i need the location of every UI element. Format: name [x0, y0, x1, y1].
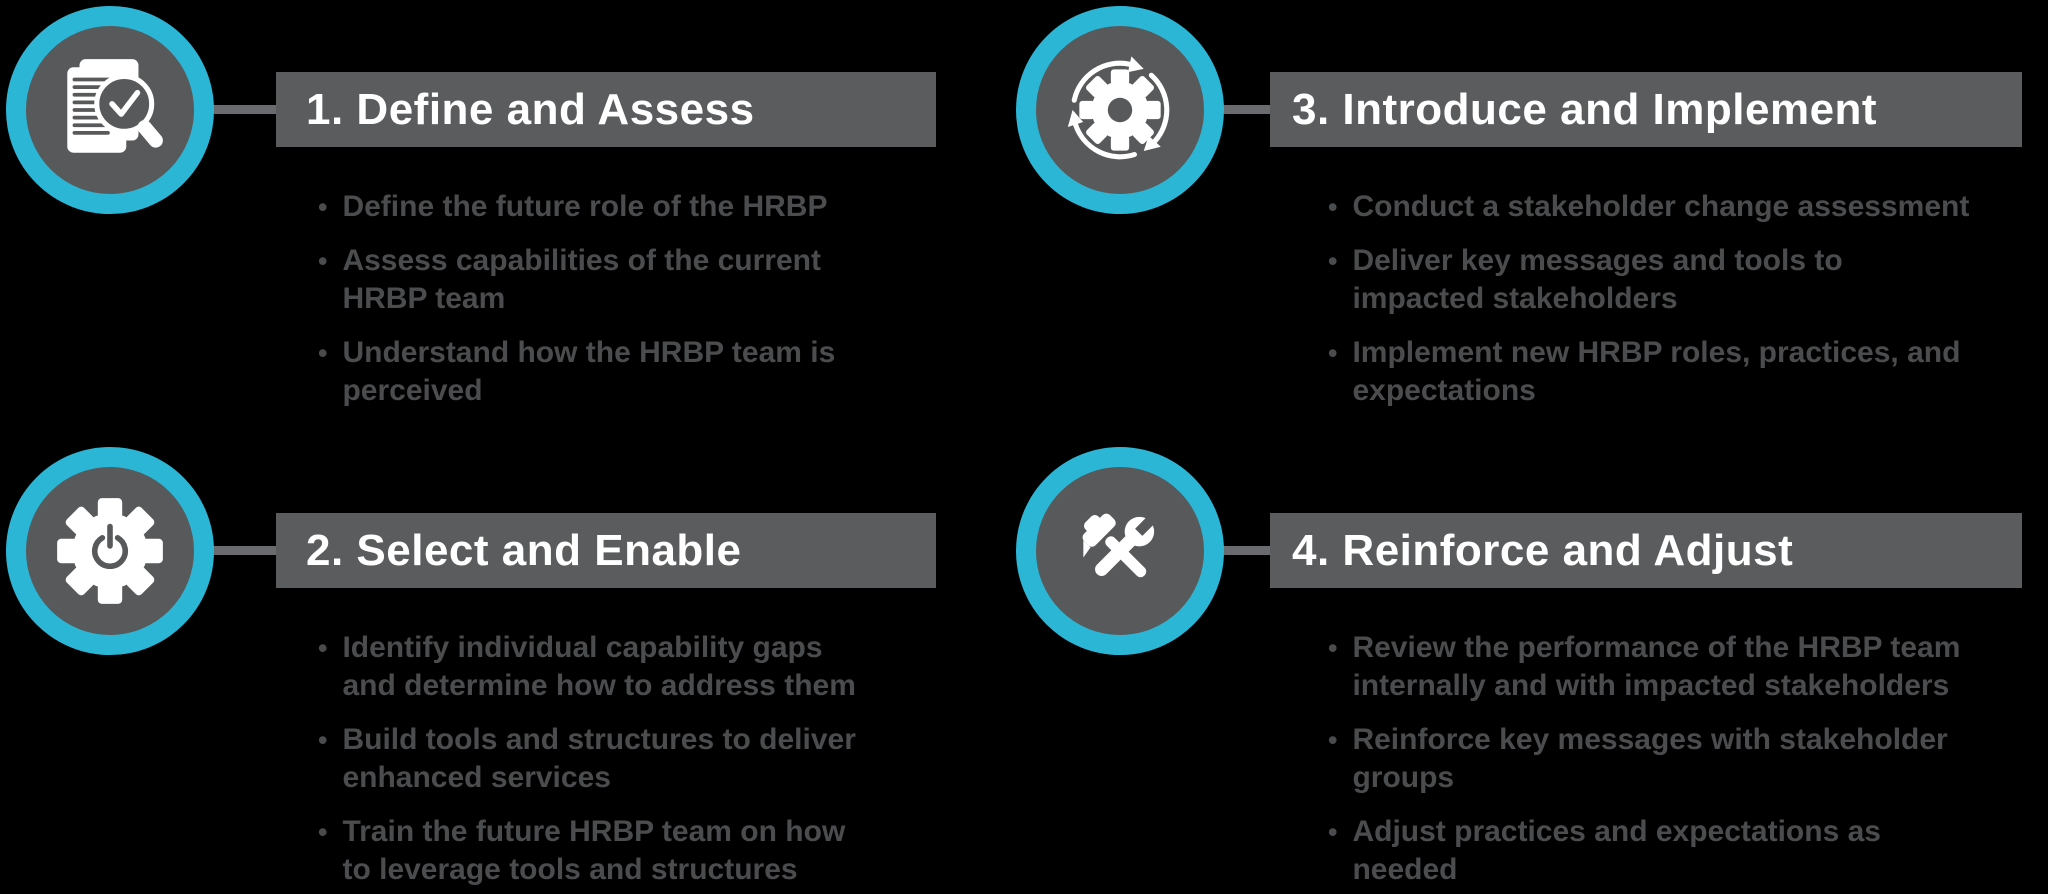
step-2-title: 2. Select and Enable: [306, 525, 742, 575]
step-2-icon-circle: [6, 447, 214, 655]
list-item: • Deliver key messages and tools to impa…: [1328, 242, 1969, 318]
bullet-text: Deliver key messages and tools to impact…: [1352, 244, 1843, 315]
bullet-text: Understand how the HRBP team is perceive…: [342, 336, 836, 407]
step-4-header-bar: 4. Reinforce and Adjust: [1270, 513, 2022, 588]
bullet-dot: •: [318, 192, 328, 222]
list-item: • Define the future role of the HRBP: [318, 188, 835, 226]
list-item: • Reinforce key messages with stakeholde…: [1328, 721, 1960, 797]
step-1-icon-circle: [6, 6, 214, 214]
list-item: • Build tools and structures to deliver …: [318, 721, 856, 797]
list-item: • Assess capabilities of the current HRB…: [318, 242, 835, 318]
step-3-header-bar: 3. Introduce and Implement: [1270, 72, 2022, 147]
bullet-text: Train the future HRBP team on how to lev…: [342, 815, 846, 886]
bullet-dot: •: [1328, 633, 1338, 663]
bullet-dot: •: [1328, 338, 1338, 368]
step-2-section: 2. Select and Enable • Identify individu…: [0, 441, 1024, 894]
list-item: • Train the future HRBP team on how to l…: [318, 813, 856, 889]
step-4-bullet-list: • Review the performance of the HRBP tea…: [1328, 629, 1960, 894]
bullet-text: Implement new HRBP roles, practices, and…: [1352, 336, 1961, 407]
step-3-section: 3. Introduce and Implement • Conduct a s…: [1016, 0, 2048, 441]
power-gear-icon: [57, 498, 163, 604]
bullet-dot: •: [1328, 817, 1338, 847]
step-1-header-bar: 1. Define and Assess: [276, 72, 936, 147]
step-1-title: 1. Define and Assess: [306, 84, 755, 134]
bullet-dot: •: [318, 817, 328, 847]
list-item: • Conduct a stakeholder change assessmen…: [1328, 188, 1969, 226]
hammer-wrench-icon: [1082, 510, 1161, 578]
bullet-dot: •: [318, 633, 328, 663]
bullet-text: Review the performance of the HRBP team …: [1352, 631, 1961, 702]
bullet-dot: •: [1328, 725, 1338, 755]
bullet-text: Identify individual capability gaps and …: [342, 631, 856, 702]
list-item: • Adjust practices and expectations as n…: [1328, 813, 1960, 889]
bullet-text: Conduct a stakeholder change assessment: [1352, 190, 1970, 223]
bullet-text: Build tools and structures to deliver en…: [342, 723, 856, 794]
bullet-text: Reinforce key messages with stakeholder …: [1352, 723, 1948, 794]
list-item: • Implement new HRBP roles, practices, a…: [1328, 334, 1969, 410]
bullet-text: Adjust practices and expectations as nee…: [1352, 815, 1881, 886]
bullet-text: Define the future role of the HRBP: [342, 190, 828, 223]
step-4-icon-circle: [1016, 447, 1224, 655]
list-item: • Review the performance of the HRBP tea…: [1328, 629, 1960, 705]
step-3-icon-circle: [1016, 6, 1224, 214]
bullet-dot: •: [1328, 192, 1338, 222]
bullet-dot: •: [1328, 246, 1338, 276]
bullet-dot: •: [318, 246, 328, 276]
bullet-dot: •: [318, 338, 328, 368]
list-item: • Identify individual capability gaps an…: [318, 629, 856, 705]
document-check-magnifier-icon: [67, 59, 163, 153]
step-1-connector-line: [210, 105, 280, 114]
step-3-title: 3. Introduce and Implement: [1292, 84, 1878, 134]
step-1-section: 1. Define and Assess • Define the future…: [0, 0, 1024, 441]
step-3-connector-line: [1220, 105, 1274, 114]
step-1-bullet-list: • Define the future role of the HRBP • A…: [318, 188, 835, 426]
bullet-dot: •: [318, 725, 328, 755]
step-3-bullet-list: • Conduct a stakeholder change assessmen…: [1328, 188, 1969, 426]
sync-cycle-gear-icon: [1067, 56, 1170, 160]
list-item: • Understand how the HRBP team is percei…: [318, 334, 835, 410]
step-4-title: 4. Reinforce and Adjust: [1292, 525, 1794, 575]
step-2-header-bar: 2. Select and Enable: [276, 513, 936, 588]
step-2-connector-line: [210, 546, 280, 555]
step-4-connector-line: [1220, 546, 1274, 555]
step-4-section: 4. Reinforce and Adjust • Review the per…: [1016, 441, 2048, 894]
step-2-bullet-list: • Identify individual capability gaps an…: [318, 629, 856, 894]
bullet-text: Assess capabilities of the current HRBP …: [342, 244, 821, 315]
